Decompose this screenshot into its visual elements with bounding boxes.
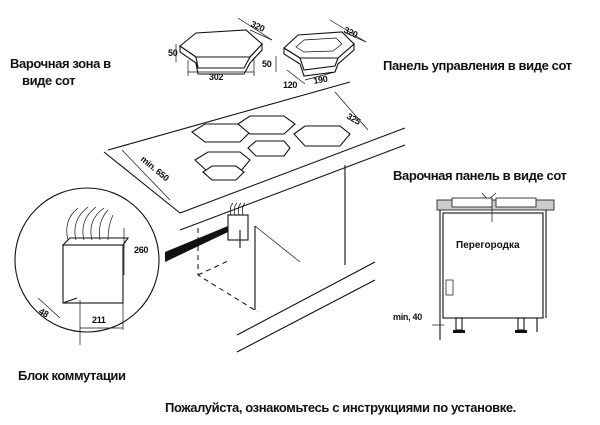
dim-cutout-depth: 325 [345,111,362,127]
junction-box-label: Блок коммутации [18,368,126,383]
dim-panel-width: 190 [313,74,329,86]
cooking-zone-drawing [175,17,273,76]
dim-min-gap: min, 40 [393,312,422,322]
cabinet-section-drawing [432,192,555,340]
hob-label: Варочная панель в виде сот [393,168,567,183]
dim-zone-width: 302 [209,72,223,82]
control-panel-label: Панель управления в виде сот [383,58,572,73]
cooking-zone-label-line1: Варочная зона в [10,56,111,71]
cooking-zone-label-line2: виде сот [22,73,75,88]
partition-label: Перегородка [456,240,520,251]
dim-box-height: 260 [134,245,148,255]
instructions-note: Пожалуйста, ознакомьтесь с инструкциями … [165,400,516,415]
dim-box-width: 211 [92,315,106,325]
control-panel-drawing [275,19,367,85]
dim-zone-depth: 320 [249,19,266,34]
junction-box-detail [14,187,160,345]
dim-box-depth: 48 [37,306,50,320]
dim-zone-height: 50 [168,48,178,58]
dim-min-width: min. 650 [139,154,171,183]
dim-panel-side: 120 [283,80,297,90]
dim-panel-height: 50 [262,59,272,69]
countertop-drawing [103,81,406,353]
